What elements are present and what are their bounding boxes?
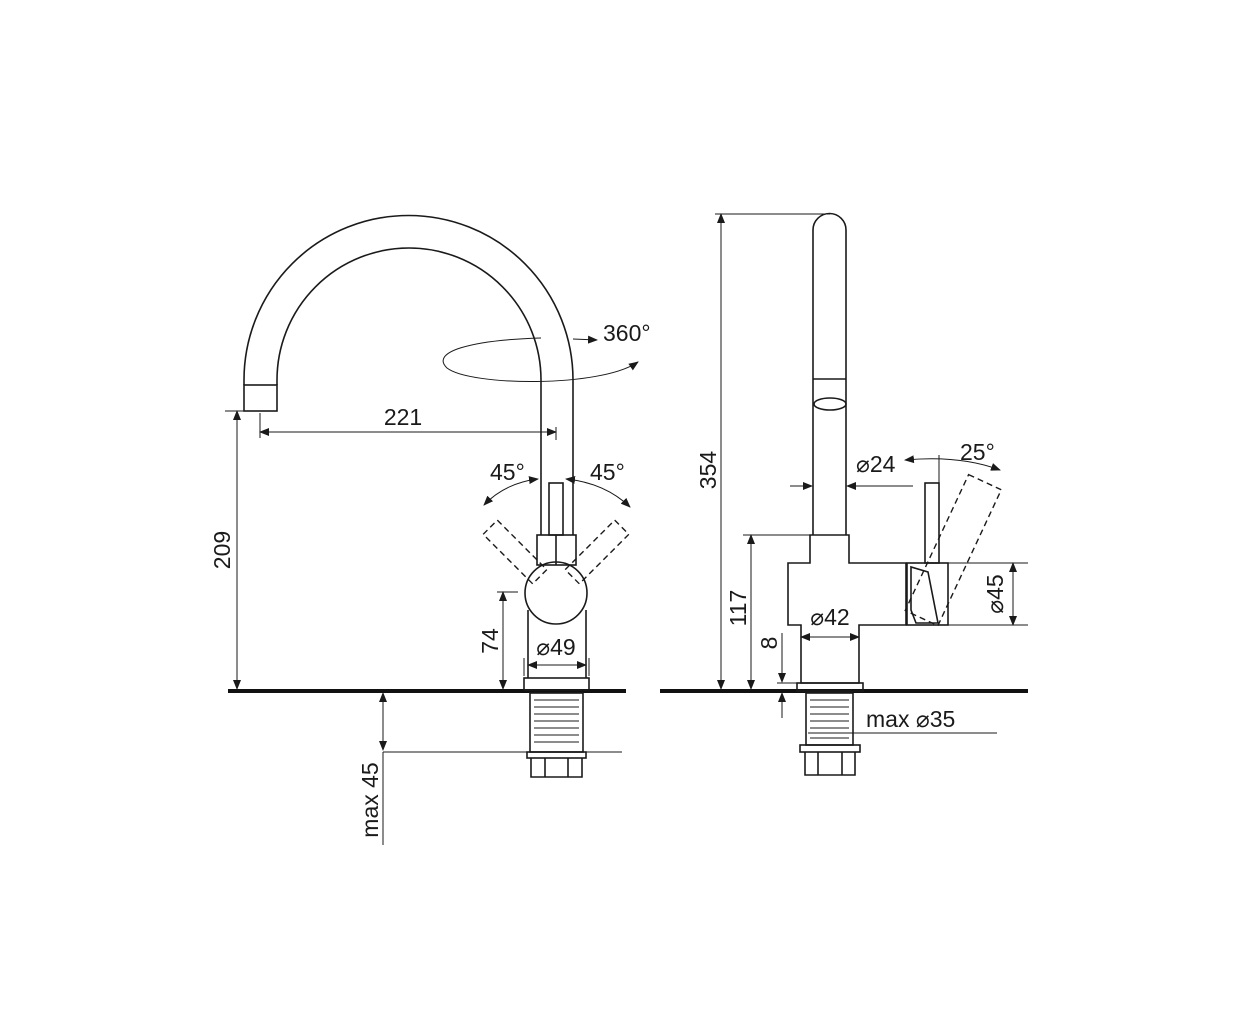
lever-right-position	[564, 519, 630, 585]
spout-tube	[812, 212, 847, 535]
cartridge-body	[524, 561, 588, 625]
spout-height-dimension: 209	[209, 531, 235, 569]
side-base-plate	[796, 682, 864, 692]
max-countertop-dimension: max 45	[357, 762, 383, 837]
washer	[526, 751, 587, 759]
threaded-shank	[529, 692, 584, 753]
body-top-height-dimension: 117	[725, 590, 751, 627]
base-diameter-dimension: ⌀42	[810, 604, 849, 630]
side-threaded-shank	[805, 692, 854, 746]
side-lever-tilted	[904, 473, 1003, 627]
reach-dimension: 221	[384, 404, 422, 430]
lever	[548, 482, 564, 536]
total-height-dimension: 354	[695, 451, 721, 490]
aerator	[243, 384, 278, 412]
side-view: 354 117 8 ⌀24 25° ⌀45 ⌀42 max ⌀35	[695, 212, 1028, 776]
max-hole-dimension: max ⌀35	[866, 706, 955, 732]
body-diameter-dimension: ⌀49	[536, 634, 575, 660]
side-washer	[799, 744, 861, 753]
cartridge-diameter-dimension: ⌀45	[982, 574, 1008, 613]
front-view: 221 209 360° 45° 45° 74 ⌀49 max 45	[209, 214, 651, 845]
lever-angle-left: 45°	[490, 459, 525, 485]
spout-diameter-dimension: ⌀24	[856, 451, 896, 477]
lever-angle-right: 45°	[590, 459, 625, 485]
body-height-dimension: 74	[477, 628, 503, 654]
spout-inner	[276, 247, 542, 535]
side-hex-nut	[804, 752, 856, 776]
base-plate	[523, 677, 590, 691]
rotation-label: 360°	[603, 320, 651, 346]
spout-ring	[813, 397, 847, 411]
plate-height-dimension: 8	[756, 637, 782, 650]
side-lever	[924, 482, 940, 564]
lever-left-position	[482, 519, 548, 585]
lever-angle-side: 25°	[960, 439, 995, 465]
spout-outer	[243, 214, 574, 535]
hex-nut	[530, 758, 583, 778]
